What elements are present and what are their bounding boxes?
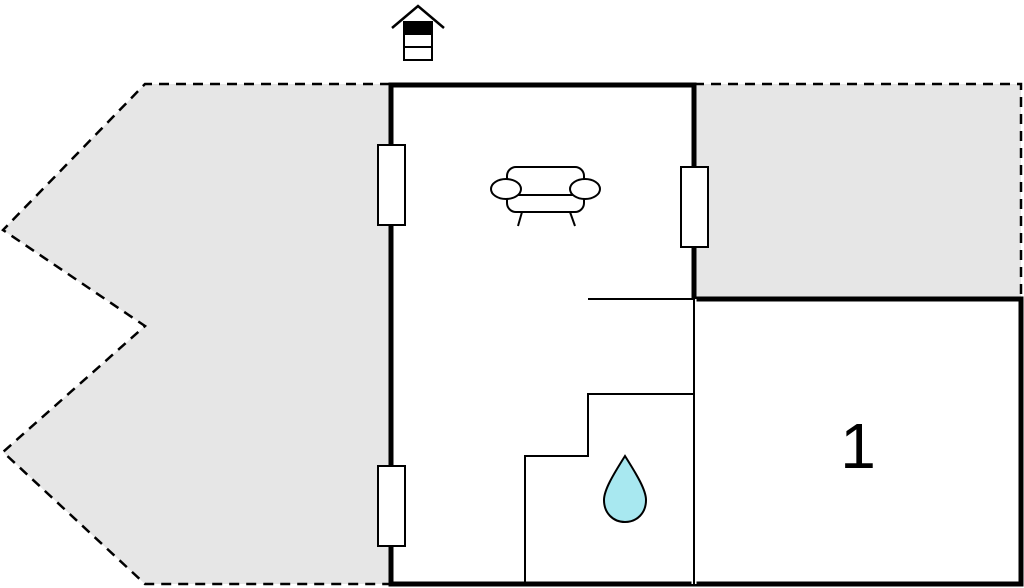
- terrace-right: [694, 84, 1021, 299]
- sofa-icon: [490, 166, 601, 227]
- bedroom-1: [691, 296, 1024, 587]
- window-left-bottom: [377, 465, 406, 547]
- living-room: [388, 82, 697, 587]
- room-label-bedroom: 1: [840, 410, 876, 482]
- terrace-right-outline: [694, 82, 1023, 299]
- terrace-left: [1, 82, 392, 586]
- window-left-top: [377, 144, 406, 226]
- bathroom-walls: [524, 393, 694, 584]
- house-entrance-icon: [391, 4, 445, 61]
- water-drop-icon: [602, 454, 648, 524]
- window-right: [680, 166, 709, 248]
